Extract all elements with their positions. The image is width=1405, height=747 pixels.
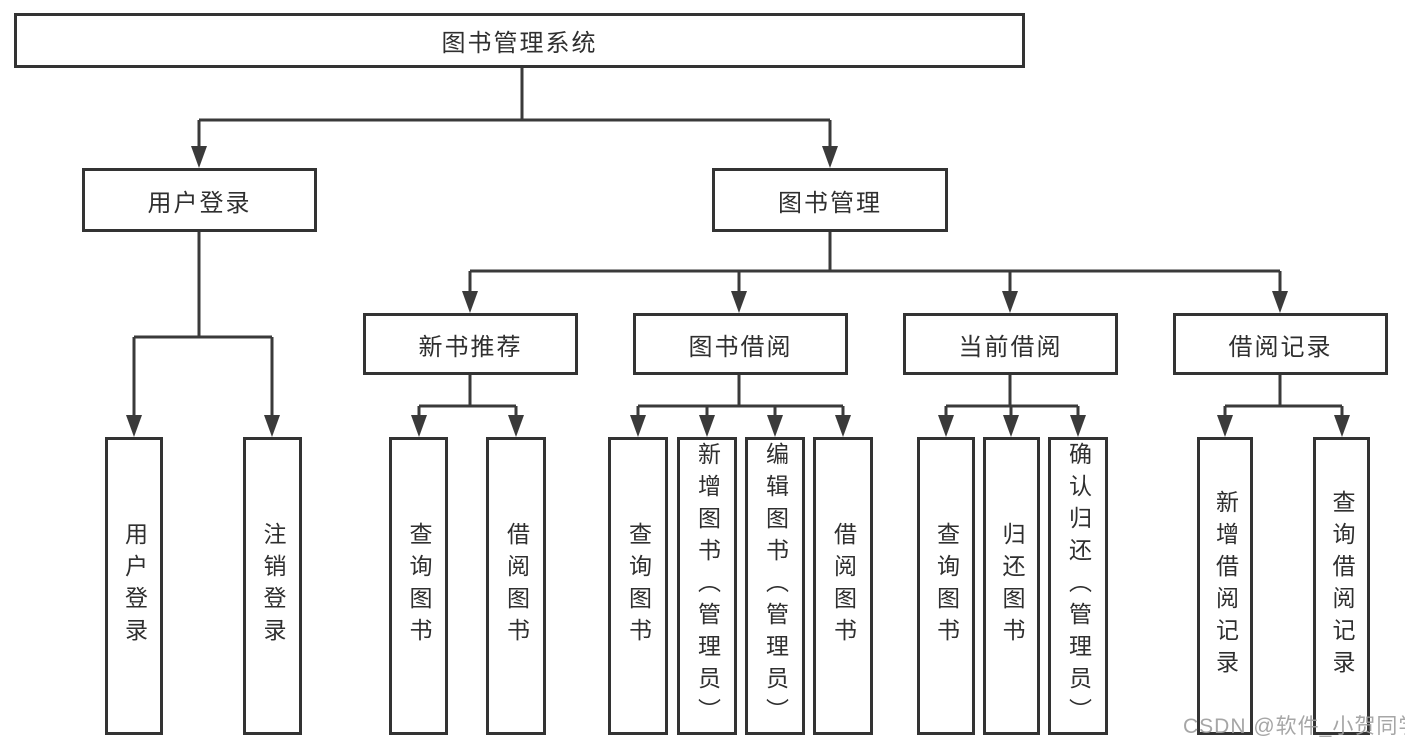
arrowhead — [1217, 415, 1233, 437]
leaf-user-login: 用户登录 — [105, 437, 163, 735]
leaf-edit-book-admin: 编辑图书（管理员） — [745, 437, 805, 735]
arrowhead — [264, 415, 280, 437]
arrowhead — [699, 415, 715, 437]
node-book-management: 图书管理 — [712, 168, 948, 232]
arrowhead — [191, 146, 207, 168]
arrowhead — [630, 415, 646, 437]
leaf-add-book-admin: 新增图书（管理员） — [677, 437, 737, 735]
arrowhead — [462, 291, 478, 313]
leaf-add-borrow-record: 新增借阅记录 — [1197, 437, 1253, 735]
csdn-watermark: CSDN @软件_小贺同学 — [1183, 715, 1405, 738]
leaf-return-book: 归还图书 — [983, 437, 1040, 735]
node-borrow-record: 借阅记录 — [1173, 313, 1388, 375]
node-book-borrow: 图书借阅 — [633, 313, 848, 375]
arrowhead — [938, 415, 954, 437]
leaf-logout: 注销登录 — [243, 437, 302, 735]
leaf-confirm-return-admin: 确认归还（管理员） — [1048, 437, 1108, 735]
node-new-book-recommend: 新书推荐 — [363, 313, 578, 375]
connector-bookmgmt-to-level3 — [468, 232, 1282, 296]
leaf-query-book-current: 查询图书 — [917, 437, 975, 735]
node-root-system: 图书管理系统 — [14, 13, 1025, 68]
connector-bookborrow-to-leaves — [636, 375, 845, 420]
connector-currentborrow-to-leaves — [944, 375, 1080, 420]
arrowhead — [1272, 291, 1288, 313]
arrowhead — [822, 146, 838, 168]
arrowhead — [411, 415, 427, 437]
leaf-borrow-book: 借阅图书 — [813, 437, 873, 735]
arrowhead — [508, 415, 524, 437]
node-current-borrow: 当前借阅 — [903, 313, 1118, 375]
arrowhead — [835, 415, 851, 437]
leaf-query-book-recommend: 查询图书 — [389, 437, 448, 735]
arrowhead — [1003, 415, 1019, 437]
arrowhead — [731, 291, 747, 313]
leaf-query-book-borrow: 查询图书 — [608, 437, 668, 735]
leaf-borrow-book-recommend: 借阅图书 — [486, 437, 546, 735]
connector-borrowrecord-to-leaves — [1223, 375, 1344, 420]
arrowhead — [1070, 415, 1086, 437]
leaf-query-borrow-record: 查询借阅记录 — [1313, 437, 1370, 735]
arrowhead — [1334, 415, 1350, 437]
connector-userlogin-to-leaves — [132, 232, 274, 420]
node-user-login: 用户登录 — [82, 168, 317, 232]
arrowhead — [126, 415, 142, 437]
connector-newbook-to-leaves — [417, 375, 518, 420]
arrowhead — [1002, 291, 1018, 313]
connector-root-to-level2 — [197, 66, 832, 150]
arrowhead — [767, 415, 783, 437]
